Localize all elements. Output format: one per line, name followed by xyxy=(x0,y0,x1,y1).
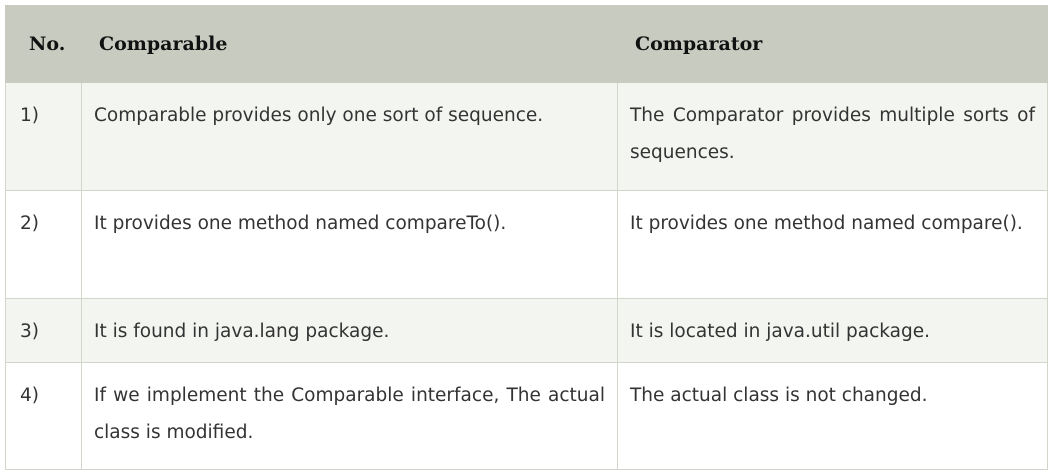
table-body: 1) Comparable provides only one sort of … xyxy=(5,82,1048,470)
header-comparable: Comparable xyxy=(81,5,618,83)
row-number: 2) xyxy=(5,190,82,299)
table-row: 1) Comparable provides only one sort of … xyxy=(5,82,1048,191)
comparator-cell: The actual class is not changed. xyxy=(617,362,1048,470)
comparable-cell: It is found in java.lang package. xyxy=(81,298,618,363)
comparator-cell: The Comparator provides multiple sorts o… xyxy=(617,82,1048,191)
table-row: 3) It is found in java.lang package. It … xyxy=(5,298,1048,363)
comparable-cell: It provides one method named compareTo()… xyxy=(81,190,618,299)
comparator-cell: It provides one method named compare(). xyxy=(617,190,1048,299)
table-row: 2) It provides one method named compareT… xyxy=(5,190,1048,299)
row-number: 3) xyxy=(5,298,82,363)
comparable-cell: If we implement the Comparable interface… xyxy=(81,362,618,470)
comparator-cell: It is located in java.util package. xyxy=(617,298,1048,363)
table-row: 4) If we implement the Comparable interf… xyxy=(5,362,1048,470)
header-row: No. Comparable Comparator xyxy=(5,5,1048,83)
row-number: 4) xyxy=(5,362,82,470)
row-number: 1) xyxy=(5,82,82,191)
table-header: No. Comparable Comparator xyxy=(5,5,1048,83)
comparable-cell: Comparable provides only one sort of seq… xyxy=(81,82,618,191)
comparison-table: No. Comparable Comparator 1) Comparable … xyxy=(5,5,1048,470)
header-no: No. xyxy=(5,5,82,83)
header-comparator: Comparator xyxy=(617,5,1048,83)
